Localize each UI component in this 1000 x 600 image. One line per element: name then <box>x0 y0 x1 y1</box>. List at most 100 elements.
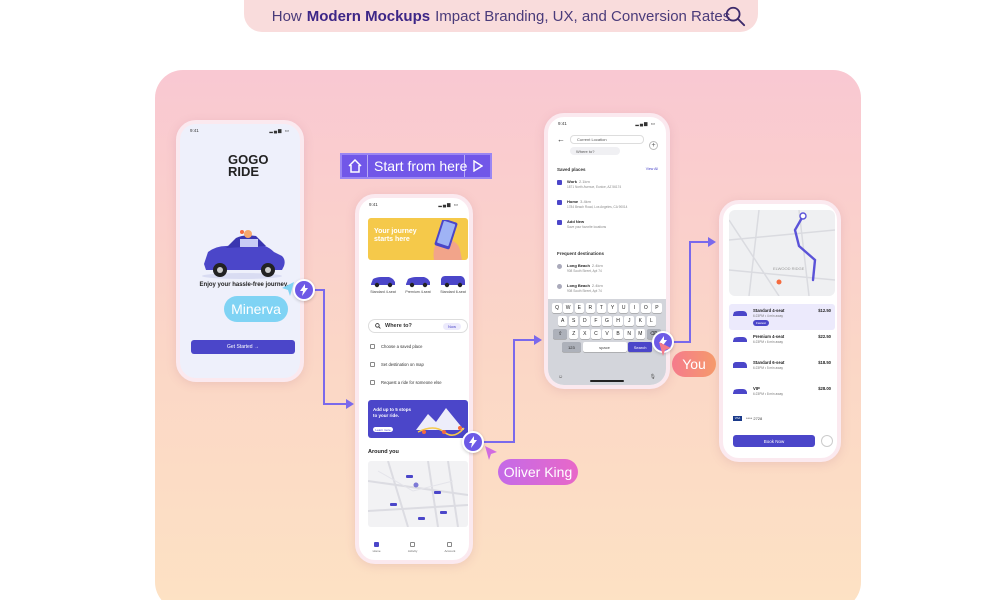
status-time: 9:41 <box>558 121 567 126</box>
option-set-on-map[interactable]: Set destination on map <box>370 362 469 367</box>
keyboard-key[interactable]: T <box>596 303 607 313</box>
emoji-icon[interactable]: ☺ <box>558 374 564 380</box>
option-saved-place[interactable]: Choose a saved place <box>370 344 469 349</box>
keyboard-key[interactable]: V <box>602 329 612 339</box>
now-dropdown[interactable]: Now <box>443 323 461 330</box>
car-icon <box>733 389 747 394</box>
numbers-key[interactable]: 123 <box>561 342 581 352</box>
nav-account[interactable]: Account <box>445 541 455 553</box>
car-illustration-icon <box>202 230 285 279</box>
keyboard-key[interactable]: B <box>613 329 623 339</box>
lightning-icon <box>300 284 308 296</box>
keyboard-key[interactable]: D <box>580 316 590 326</box>
search-icon[interactable] <box>724 5 746 27</box>
keyboard-key[interactable]: X <box>580 329 590 339</box>
activity-icon <box>410 541 416 547</box>
logo-bottom-text: RIDE <box>228 164 260 179</box>
route-map-graphic: ELWOOD RIDGE <box>729 210 835 296</box>
pickup-location-field[interactable]: Current Location <box>570 135 644 144</box>
journey-banner[interactable]: Your journey starts here <box>368 218 468 260</box>
option-ride-for-someone[interactable]: Request a ride for someone else <box>370 380 469 385</box>
nearby-map[interactable] <box>368 461 468 527</box>
home-indicator <box>590 380 624 382</box>
start-from-here-button[interactable]: Start from here <box>340 153 492 179</box>
bottom-navigation: Home Activity Account <box>359 534 469 560</box>
view-all-link[interactable]: View All <box>645 167 658 171</box>
keyboard-key[interactable]: W <box>563 303 573 313</box>
interaction-hotspot-icon[interactable] <box>293 279 315 301</box>
nav-activity[interactable]: Activity <box>408 541 417 553</box>
keyboard-key[interactable]: F <box>591 316 601 326</box>
ride-price: $12.50 <box>818 308 831 313</box>
search-key[interactable]: Search <box>628 342 653 352</box>
ride-option[interactable]: Standard 6-seat <box>438 274 468 294</box>
logo-top-text: GOGO <box>228 152 269 167</box>
keyboard-key[interactable]: R <box>585 303 596 313</box>
ride-option[interactable]: Standard 4-seat <box>368 274 398 294</box>
where-to-label: Where to? <box>385 323 412 329</box>
article-search-bar[interactable]: How Modern Mockups Impact Branding, UX, … <box>244 0 758 32</box>
keyboard-key[interactable]: U <box>618 303 629 313</box>
book-now-button[interactable]: Book Now <box>733 435 815 447</box>
nav-home[interactable]: Home <box>373 541 381 553</box>
status-bar: 9:41▂▄▆ ▭ <box>558 121 656 129</box>
keyboard-key[interactable]: I <box>629 303 640 313</box>
cursor-label-minerva: Minerva <box>224 296 288 322</box>
keyboard-key[interactable]: L <box>646 316 657 326</box>
keyboard-key[interactable]: Z <box>568 329 579 339</box>
status-time: 9:41 <box>190 128 199 133</box>
search-icon <box>375 323 381 329</box>
space-key[interactable]: space <box>582 342 627 352</box>
learn-more-button[interactable]: Learn more <box>373 427 393 432</box>
where-to-search[interactable]: Where to? Now <box>368 319 468 333</box>
interaction-hotspot-icon[interactable] <box>462 431 484 453</box>
ride-option[interactable]: Premium 4-seat <box>403 274 433 294</box>
keyboard-key[interactable]: P <box>652 303 662 313</box>
option-label: Set destination on map <box>381 362 424 367</box>
route-map[interactable]: ELWOOD RIDGE <box>729 210 835 296</box>
signal-battery-icon: ▂▄▆ ▭ <box>438 202 459 207</box>
keyboard-key[interactable]: E <box>574 303 585 313</box>
schedule-icon[interactable] <box>821 435 833 447</box>
person-icon <box>370 380 375 385</box>
keyboard-key[interactable]: Y <box>607 303 618 313</box>
status-time: 9:41 <box>369 202 378 207</box>
payment-method[interactable]: VISA**** 2728 <box>733 416 762 421</box>
shift-key[interactable]: ⇧ <box>553 329 568 339</box>
multi-stop-promo[interactable]: Add up to 5 stops to your ride. Learn mo… <box>368 400 468 438</box>
status-bar: 9:41▂▄▆ ▭ <box>190 128 290 136</box>
keyboard-key[interactable]: Q <box>552 303 562 313</box>
get-started-button[interactable]: Get Started → <box>191 340 295 354</box>
back-arrow-icon[interactable]: ← <box>557 135 565 144</box>
title-suffix: Impact Branding, UX, and Conversion Rate… <box>435 7 731 25</box>
keyboard-key[interactable]: S <box>568 316 579 326</box>
destination-field[interactable]: Where to? <box>570 147 620 155</box>
ride-label: Standard 4-seat <box>370 290 396 294</box>
keyboard-key[interactable]: N <box>624 329 634 339</box>
keyboard-key[interactable]: H <box>613 316 623 326</box>
keyboard-key[interactable]: O <box>641 303 651 313</box>
keyboard-key[interactable]: C <box>591 329 601 339</box>
keyboard-key[interactable]: G <box>602 316 612 326</box>
phone-destination-screen: 9:41▂▄▆ ▭ ← Current Location Where to? +… <box>544 113 670 389</box>
keyboard-key[interactable]: K <box>635 316 646 326</box>
keyboard-key[interactable]: A <box>557 316 568 326</box>
add-stop-icon[interactable]: + <box>649 141 658 150</box>
keyboard-key[interactable]: M <box>635 329 646 339</box>
microphone-icon[interactable]: 🎙 <box>649 374 656 380</box>
keyboard-key[interactable]: J <box>624 316 634 326</box>
